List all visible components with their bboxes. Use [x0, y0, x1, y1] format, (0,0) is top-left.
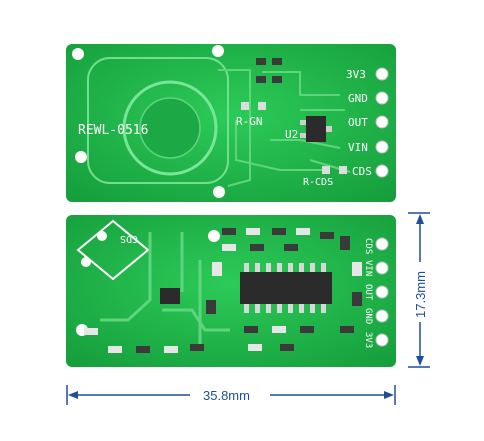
pin-hole: [375, 237, 389, 251]
gain-resistor-label: R-GN: [236, 115, 263, 128]
pin-header-top: 3V3 GND OUT VIN CDS: [346, 67, 389, 178]
pin-hole: [375, 164, 389, 178]
cds-label: CDS: [120, 233, 138, 244]
board-bottom: CDS: [66, 215, 396, 367]
smd-component: [256, 76, 266, 83]
antenna-core: [139, 97, 201, 159]
cds-sensor-outline: [76, 219, 150, 281]
pin-label-3v3: 3V3: [363, 332, 373, 348]
pin-hole: [375, 333, 389, 347]
smd-pad: [339, 166, 347, 174]
pin-hole: [375, 140, 389, 154]
pin-label-out: OUT: [363, 284, 373, 301]
main-ic: [240, 272, 332, 304]
mounting-hole: [208, 230, 220, 242]
cds-resistor-label: R-CDS: [303, 177, 333, 188]
model-label: REWL-0516: [78, 123, 148, 138]
u2-leg: [326, 126, 332, 132]
pcb-traces: [100, 232, 230, 345]
mounting-hole: [75, 151, 87, 163]
pin-hole: [375, 261, 389, 275]
dimension-height: [408, 212, 430, 368]
smd-components: [84, 228, 362, 353]
pin-label-vin: VIN: [348, 141, 368, 154]
width-label: 35.8mm: [203, 388, 250, 403]
pin-hole: [375, 285, 389, 299]
u2-leg: [300, 120, 306, 125]
board-top: REWL-0516 U2 R-GN R-CDS 3V3 GND OUT VIN …: [66, 44, 396, 202]
mounting-hole: [72, 48, 84, 60]
smd-pad: [241, 102, 249, 110]
cds-hole: [97, 231, 107, 241]
pin-hole: [375, 115, 389, 129]
antenna-ring: [122, 80, 218, 176]
smd-pad: [258, 102, 266, 110]
pin-hole: [375, 91, 389, 105]
pin-label-cds: CDS: [363, 238, 373, 254]
main-ic-pins-bottom: [244, 304, 326, 313]
pin-label-out: OUT: [348, 116, 368, 129]
pin-label-vin: VIN: [363, 260, 373, 276]
u2-chip: [306, 116, 326, 142]
dimension-width: [66, 385, 396, 405]
cds-hole: [81, 257, 91, 267]
pin-hole: [375, 309, 389, 323]
smd-component: [256, 58, 266, 65]
transistor: [160, 288, 180, 304]
mounting-hole: [212, 45, 224, 57]
mounting-hole: [213, 186, 225, 198]
pin-label-gnd: GND: [348, 92, 368, 105]
antenna-outline: [87, 57, 229, 184]
smd-component: [272, 58, 282, 65]
u2-leg: [300, 133, 306, 138]
pin-label-3v3: 3V3: [346, 68, 366, 81]
pin-header-bottom: CDS VIN OUT GND 3V3: [363, 237, 389, 348]
board-top-pcb: [66, 44, 396, 202]
pin-label-gnd: GND: [363, 308, 373, 324]
pin-label-cds: CDS: [352, 165, 372, 178]
height-label: 17.3mm: [413, 271, 428, 318]
smd-component: [272, 76, 282, 83]
ic-label: U2: [285, 128, 298, 141]
smd-pad: [322, 166, 330, 174]
pin-hole: [375, 67, 389, 81]
main-ic-pins-top: [244, 263, 326, 272]
